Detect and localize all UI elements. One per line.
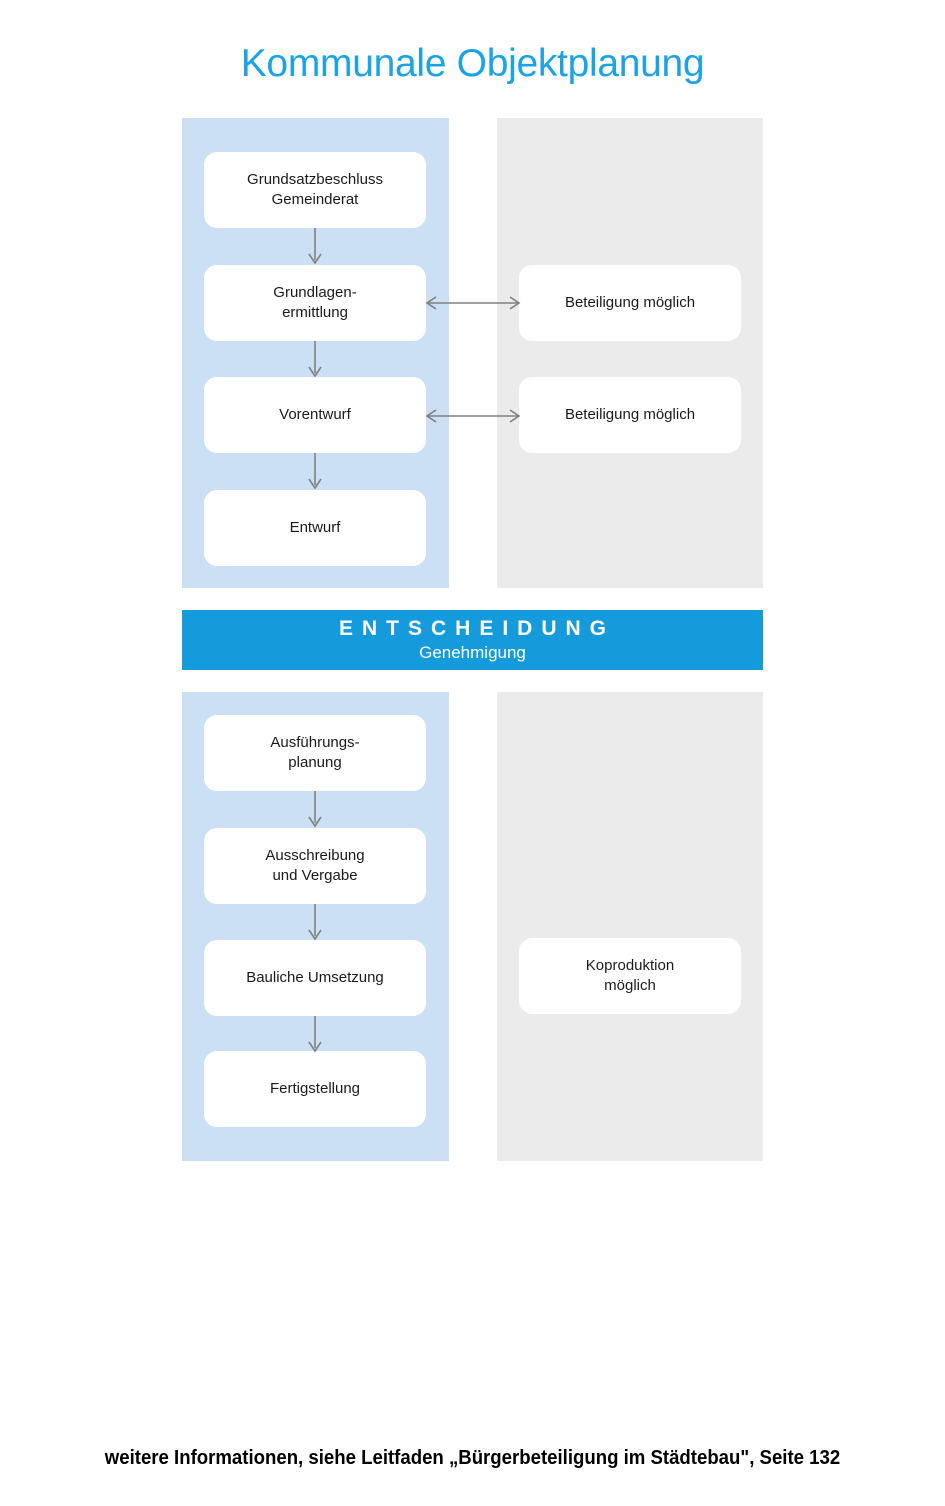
arrow-down-icon	[305, 791, 325, 829]
participation-node-beteiligung-moeglich-1[interactable]: Beteiligung möglich	[519, 265, 741, 341]
decision-banner-title: ENTSCHEIDUNG	[338, 617, 615, 640]
arrow-down-icon	[305, 1016, 325, 1054]
footer-reference-note: weitere Informationen, siehe Leitfaden „…	[104, 1447, 841, 1469]
arrow-down-icon	[305, 341, 325, 379]
band-participation-lower	[497, 692, 763, 1161]
arrow-down-icon	[305, 453, 325, 491]
arrow-bidirectional-icon	[424, 406, 522, 426]
arrow-bidirectional-icon	[424, 293, 522, 313]
decision-banner: ENTSCHEIDUNG Genehmigung	[182, 610, 763, 670]
arrow-down-icon	[305, 228, 325, 266]
arrow-down-icon	[305, 904, 325, 942]
process-node-grundlagenermittlung[interactable]: Grundlagen-ermittlung	[204, 265, 426, 341]
process-node-vorentwurf[interactable]: Vorentwurf	[204, 377, 426, 453]
page-title: Kommunale Objektplanung	[240, 42, 705, 85]
decision-banner-subtitle: Genehmigung	[419, 643, 526, 662]
process-node-bauliche-umsetzung[interactable]: Bauliche Umsetzung	[204, 940, 426, 1016]
band-participation-upper	[497, 118, 763, 588]
process-node-ausfuehrungsplanung[interactable]: Ausführungs-planung	[204, 715, 426, 791]
process-node-entwurf[interactable]: Entwurf	[204, 490, 426, 566]
process-node-fertigstellung[interactable]: Fertigstellung	[204, 1051, 426, 1127]
participation-node-beteiligung-moeglich-2[interactable]: Beteiligung möglich	[519, 377, 741, 453]
